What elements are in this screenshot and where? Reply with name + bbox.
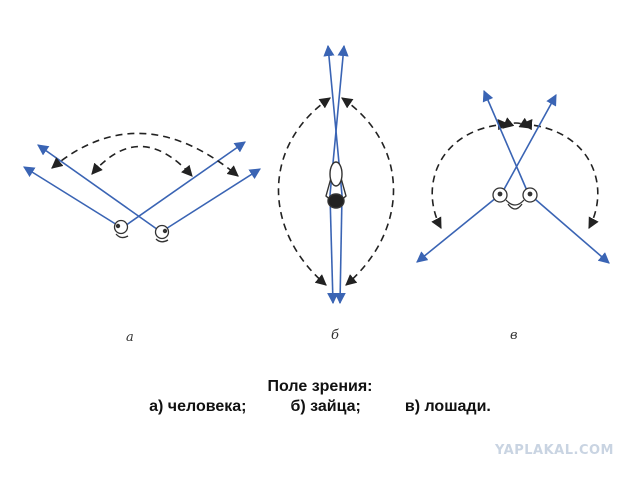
human-rays — [23, 141, 261, 233]
panel-horse — [416, 89, 610, 264]
horse-arcs — [431, 117, 599, 229]
human-ray-right-inner — [37, 144, 162, 233]
caption-item-horse: в) лошади. — [404, 398, 491, 415]
hare-head-icon — [325, 161, 347, 209]
caption-item-human: а) человека; — [149, 398, 247, 415]
human-ray-right-outer — [160, 168, 261, 233]
hare-arc-right — [341, 97, 395, 286]
horse-ray-right-forward — [482, 89, 529, 194]
hare-ray-4 — [334, 194, 346, 305]
horse-eyes — [492, 187, 538, 210]
panel-label-a: а — [126, 330, 134, 345]
panel-label-v: в — [510, 328, 518, 343]
horse-arc-right — [520, 119, 599, 229]
horse-ray-left-outer — [416, 192, 503, 263]
hare-arc-left — [277, 97, 331, 286]
caption-items: а) человека; б) зайца; в) лошади. — [0, 398, 640, 416]
human-eyes — [113, 219, 170, 243]
hare-arcs — [277, 97, 395, 286]
panel-label-b: б — [331, 328, 339, 343]
horse-arc-left — [431, 119, 510, 229]
panel-hare — [277, 44, 395, 305]
horse-rays — [416, 89, 610, 264]
hare-ray-3 — [327, 194, 339, 305]
human-ray-left-inner — [121, 141, 246, 229]
human-eye-left-icon — [113, 219, 129, 235]
panel-human — [23, 132, 261, 243]
human-arc-outer — [51, 132, 239, 177]
caption-item-hare: б) зайца; — [290, 398, 361, 415]
human-arcs — [51, 132, 239, 177]
human-arc-inner — [91, 145, 193, 177]
human-ray-left-outer — [23, 166, 123, 229]
horse-ray-left-forward — [501, 94, 557, 194]
caption-title: Поле зрения: — [267, 378, 373, 395]
horse-ray-right-outer — [527, 192, 610, 264]
watermark-logo: YAPLAKAL.COM — [495, 443, 614, 458]
human-eye-right-icon — [154, 224, 170, 240]
horse-arc-top — [502, 117, 531, 129]
